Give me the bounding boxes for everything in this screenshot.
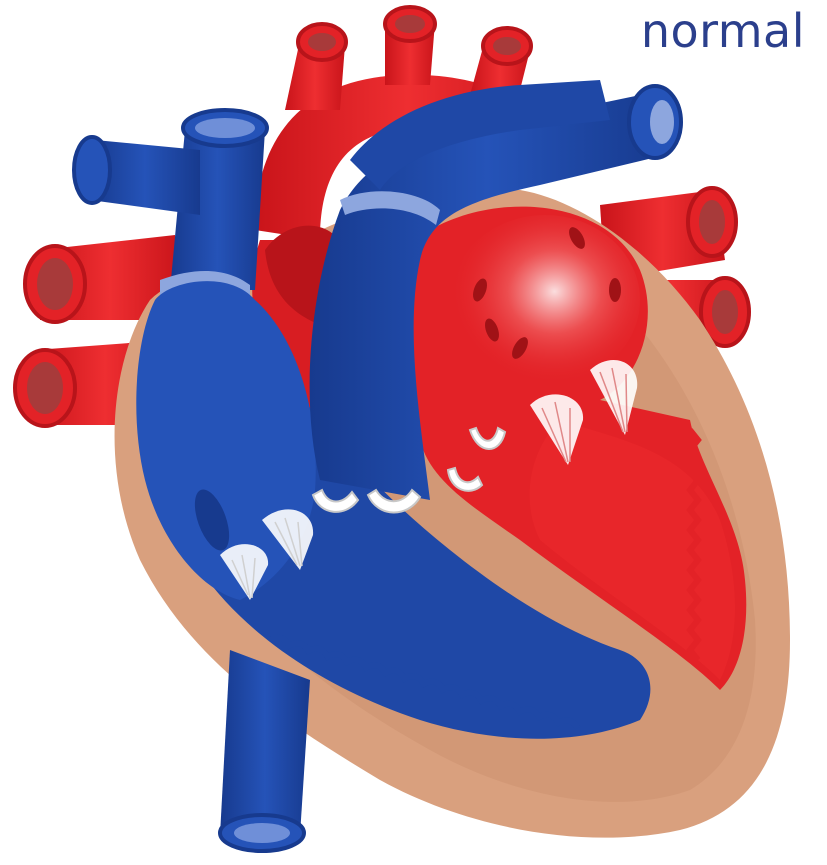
brachiocephalic-vein: [74, 137, 200, 215]
diagram-label: normal: [641, 4, 805, 59]
inferior-vena-cava: [220, 650, 310, 851]
lv-trabeculae: [690, 430, 698, 660]
